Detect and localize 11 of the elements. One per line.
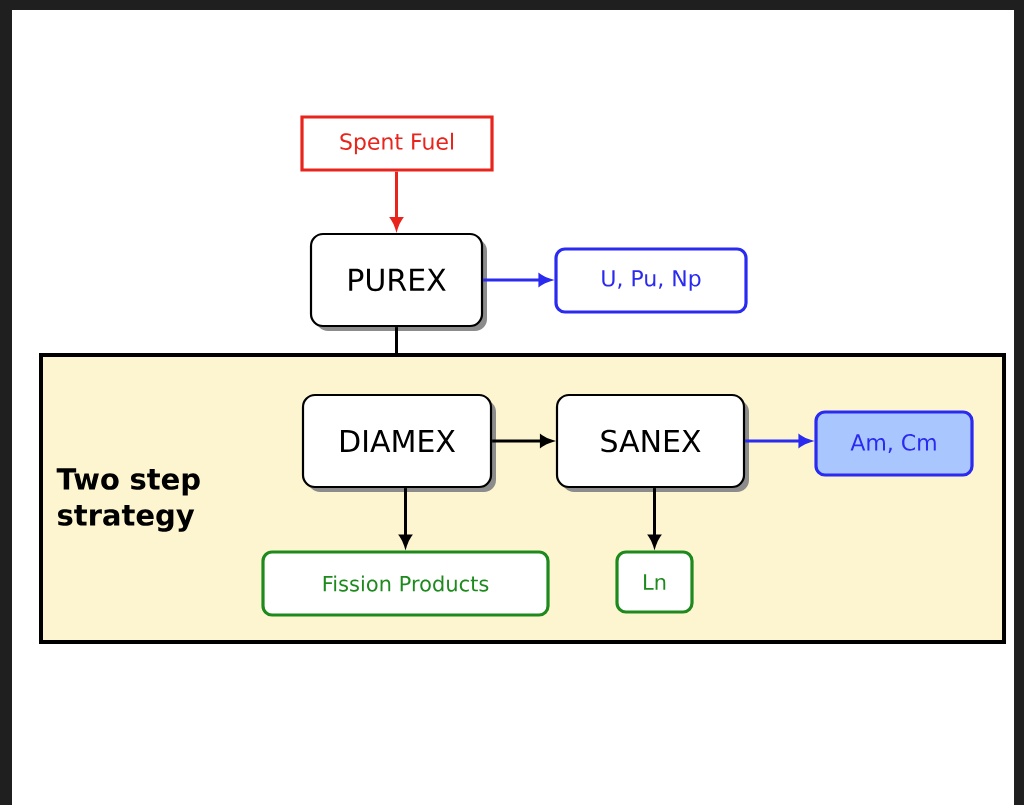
output-box: Am, Cm	[814, 410, 974, 477]
arrow	[492, 434, 553, 448]
output-box: Fission Products	[261, 550, 550, 617]
process-box: PUREX	[309, 232, 487, 331]
arrow	[483, 273, 551, 287]
output-box: U, Pu, Np	[554, 247, 748, 314]
process-box: DIAMEX	[301, 393, 496, 492]
process-box: SANEX	[555, 393, 749, 492]
arrow	[745, 434, 811, 448]
input-box: Spent Fuel	[300, 115, 494, 172]
output-box: Ln	[615, 550, 694, 614]
